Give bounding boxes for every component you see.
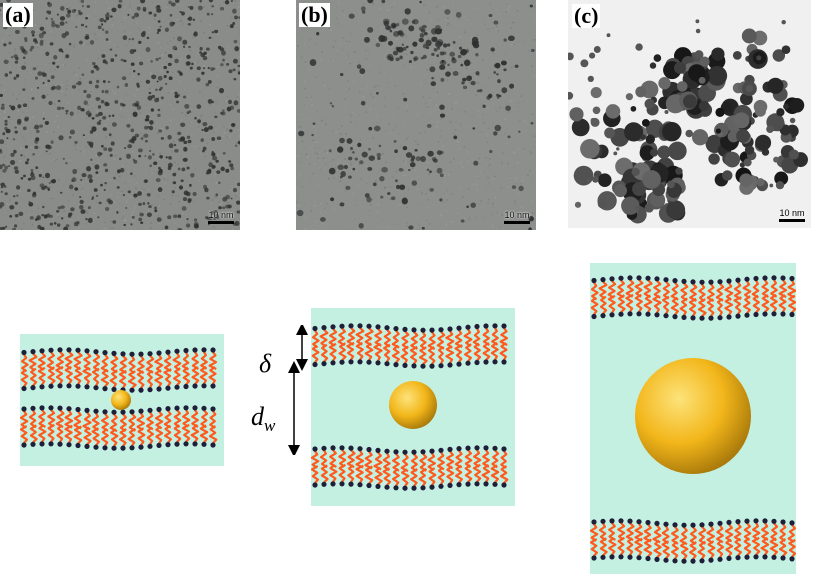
panel-label-b: (b) <box>299 2 330 27</box>
scale-bar-b: 10 nm <box>504 211 530 224</box>
scale-bar-label-a: 10 nm <box>208 210 234 220</box>
scale-bar-line-b <box>504 221 530 224</box>
tem-image-c <box>568 0 811 228</box>
scale-bar-label-c: 10 nm <box>779 208 805 218</box>
schematic-large-water-layer <box>590 263 796 574</box>
scale-bar-label-b: 10 nm <box>504 210 530 220</box>
tem-image-b <box>296 0 536 230</box>
dw-symbol-main: d <box>251 402 264 431</box>
scale-bar-c: 10 nm <box>779 209 805 222</box>
nanoparticle <box>111 390 131 410</box>
tem-panel-a: (a) 10 nm <box>0 0 240 230</box>
scale-bar-line-a <box>208 221 234 224</box>
schematic-medium-water-layer <box>311 308 515 506</box>
tem-image-a <box>0 0 240 230</box>
nanoparticle <box>389 381 437 429</box>
panel-label-a: (a) <box>3 2 33 27</box>
tem-panel-c: (c) 10 nm <box>568 0 811 228</box>
tem-panel-b: (b) 10 nm <box>296 0 536 230</box>
dimension-arrows <box>288 325 308 455</box>
panel-label-c: (c) <box>572 3 601 28</box>
dw-symbol-sub: w <box>264 416 276 436</box>
scale-bar-line-c <box>779 219 805 222</box>
schematic-small-water-layer <box>20 334 224 466</box>
dw-symbol: dw <box>251 404 275 439</box>
nanoparticle <box>635 358 751 474</box>
delta-symbol: δ <box>259 349 272 378</box>
scale-bar-a: 10 nm <box>208 211 234 224</box>
